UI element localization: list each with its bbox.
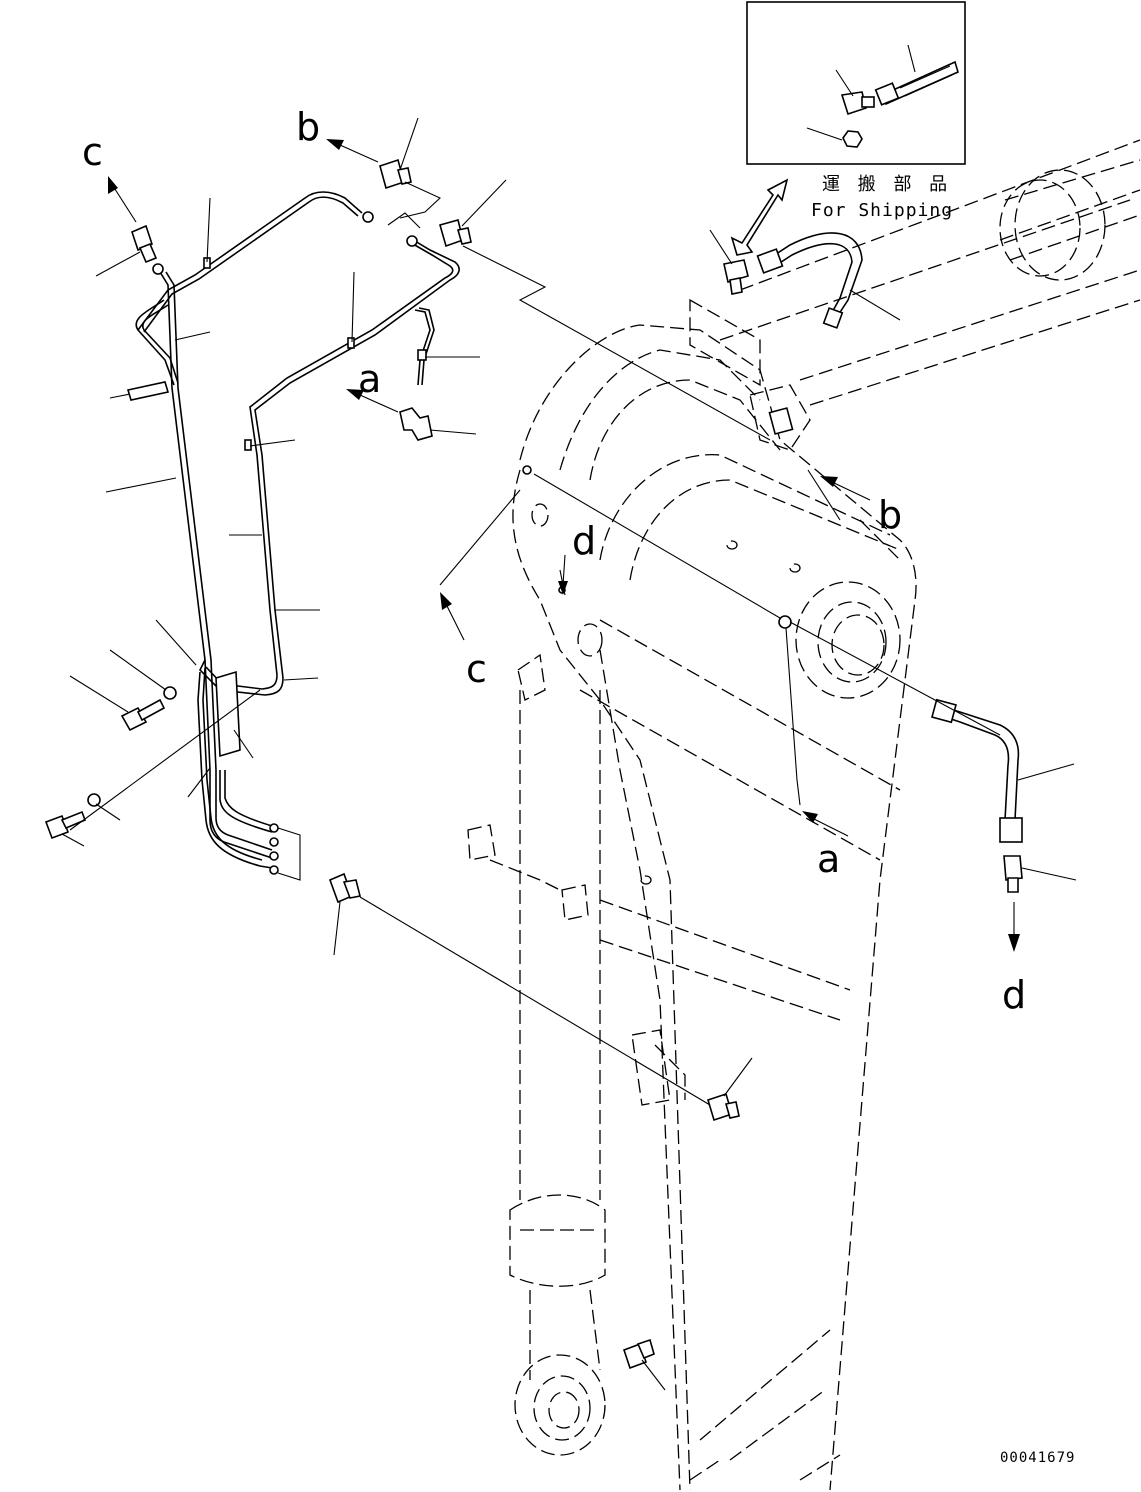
callout-b-top: b (296, 105, 320, 149)
callout-b-right: b (878, 493, 902, 537)
callout-arrows (108, 139, 1020, 952)
boom-outline (467, 139, 1141, 1491)
grease-piping (126, 191, 460, 881)
callout-c-top: c (82, 130, 103, 174)
callout-a-top: a (358, 357, 381, 401)
callout-c-mid: c (466, 647, 487, 691)
callout-d-mid: d (572, 519, 596, 563)
shipping-inset: 運 搬 部 品 For Shipping (746, 1, 966, 221)
leader-lines (61, 117, 1077, 1391)
drawing-number: 00041679 (1000, 1450, 1075, 1466)
callout-letters: c b a b d c a d (82, 105, 1026, 1017)
inset-caption-en: For Shipping (811, 200, 953, 221)
fittings (44, 158, 1023, 1370)
callout-a-bottom: a (817, 837, 840, 881)
inset-caption-jp: 運 搬 部 品 (822, 174, 953, 195)
connector-lines (69, 181, 1001, 1106)
shipping-double-arrow (730, 178, 789, 256)
callout-d-right: d (1002, 973, 1026, 1017)
